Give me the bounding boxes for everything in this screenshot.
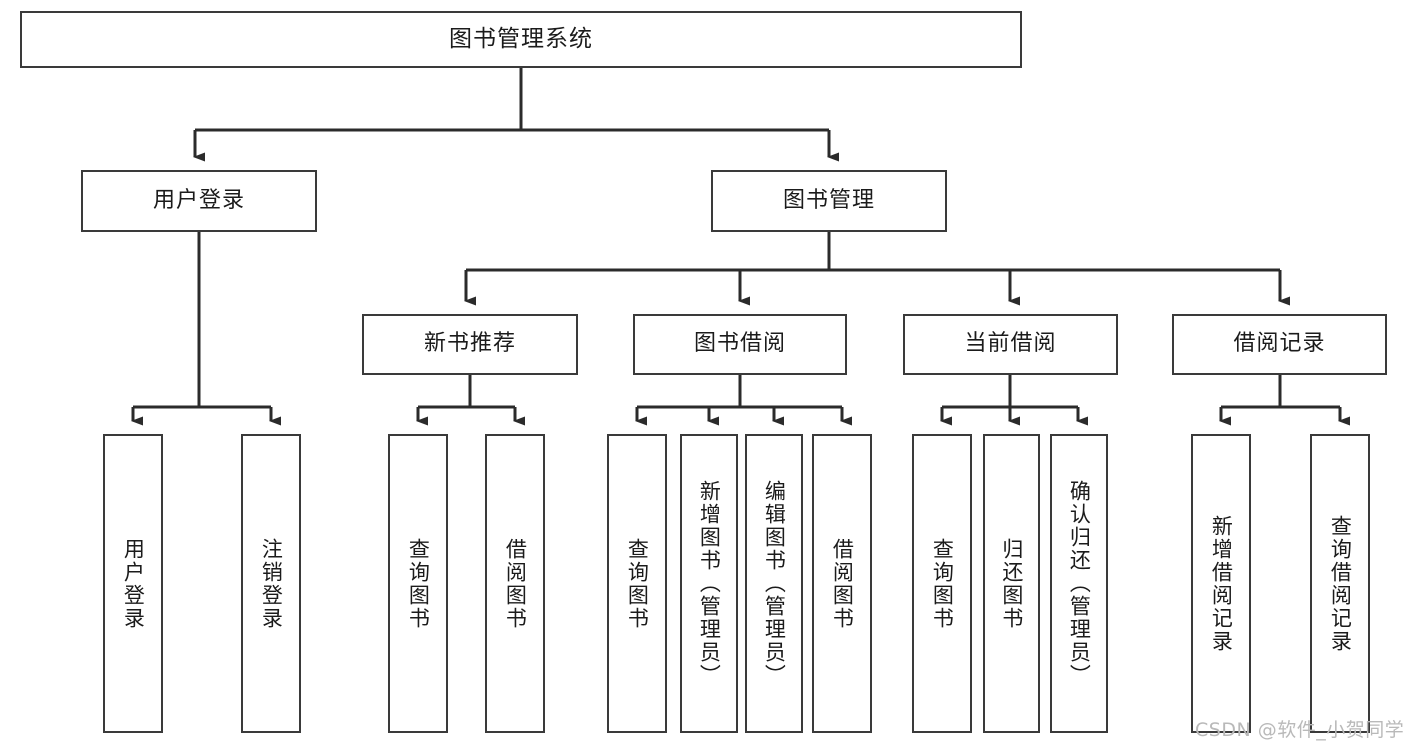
leaf-label: 确认归还（管理员）: [1067, 480, 1092, 687]
leaf-edit-book-admin[interactable]: 编辑图书（管理员）: [745, 434, 803, 733]
leaf-add-book-admin[interactable]: 新增图书（管理员）: [680, 434, 738, 733]
node-label: 用户登录: [152, 187, 245, 213]
node-new-book-recommend[interactable]: 新书推荐: [362, 314, 578, 375]
leaf-label: 用户登录: [121, 537, 146, 630]
leaf-label: 借阅图书: [503, 537, 528, 630]
leaf-query-borrow-record[interactable]: 查询借阅记录: [1310, 434, 1370, 733]
leaf-label: 编辑图书（管理员）: [762, 480, 787, 687]
leaf-user-login[interactable]: 用户登录: [103, 434, 163, 733]
node-current-borrow[interactable]: 当前借阅: [903, 314, 1118, 375]
node-user-login[interactable]: 用户登录: [81, 170, 317, 232]
leaf-label: 注销登录: [259, 537, 284, 630]
leaf-borrow-book[interactable]: 借阅图书: [812, 434, 872, 733]
node-label: 图书管理: [782, 187, 875, 213]
leaf-label: 归还图书: [999, 537, 1024, 630]
leaf-logout[interactable]: 注销登录: [241, 434, 301, 733]
leaf-label: 查询图书: [406, 537, 431, 630]
leaf-label: 查询借阅记录: [1328, 514, 1353, 653]
node-book-management[interactable]: 图书管理: [711, 170, 947, 232]
node-root-book-management-system[interactable]: 图书管理系统: [20, 11, 1022, 68]
leaf-label: 查询图书: [930, 537, 955, 630]
leaf-query-book-borrow[interactable]: 查询图书: [607, 434, 667, 733]
leaf-confirm-return-admin[interactable]: 确认归还（管理员）: [1050, 434, 1108, 733]
leaf-label: 新增图书（管理员）: [697, 480, 722, 687]
node-label: 图书管理系统: [449, 25, 593, 52]
leaf-return-book[interactable]: 归还图书: [983, 434, 1040, 733]
leaf-add-borrow-record[interactable]: 新增借阅记录: [1191, 434, 1251, 733]
leaf-query-book-current[interactable]: 查询图书: [912, 434, 972, 733]
leaf-label: 查询图书: [625, 537, 650, 630]
node-label: 图书借阅: [693, 331, 786, 357]
node-book-borrow[interactable]: 图书借阅: [633, 314, 847, 375]
node-borrow-record[interactable]: 借阅记录: [1172, 314, 1387, 375]
leaf-label: 借阅图书: [830, 537, 855, 630]
node-label: 新书推荐: [423, 331, 516, 357]
leaf-label: 新增借阅记录: [1209, 514, 1234, 653]
leaf-borrow-book-recommend[interactable]: 借阅图书: [485, 434, 545, 733]
node-label: 当前借阅: [964, 331, 1057, 357]
leaf-query-book-recommend[interactable]: 查询图书: [388, 434, 448, 733]
watermark-text: CSDN @软件_小贺同学: [1195, 719, 1405, 741]
node-label: 借阅记录: [1233, 331, 1326, 357]
